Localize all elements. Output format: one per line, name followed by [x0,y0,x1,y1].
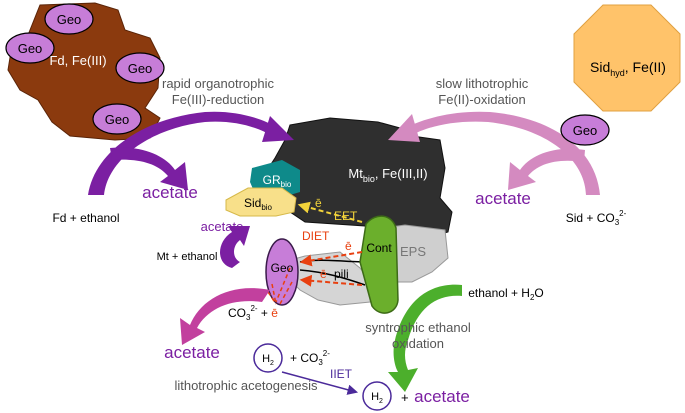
geo-cell-fd-bottom [92,103,142,135]
h2-right-label: H2 [371,391,383,405]
geo-label-sid: Geo [573,123,598,138]
geo-internal-arrow-1 [275,267,291,303]
geo-label-center: Geo [271,261,294,275]
acetate-center: acetate [201,219,244,234]
geo-internal-arrow-3 [271,283,277,305]
co3-e-label: CO32- + ē [228,304,278,322]
acetate-right: acetate [475,189,531,208]
slow-line1: slow lithotrophic [436,76,529,91]
diet-label: DIET [302,229,330,243]
e-pili-label: ē [320,267,327,281]
eet-label: EET [334,209,358,223]
siderite-bio [225,187,297,217]
acetate-lower-right: acetate [414,387,470,406]
geo-label-fd-right: Geo [128,61,153,76]
syntrophic-line2: oxidation [392,336,444,351]
diet-arrow [299,251,363,267]
gr-bio-label: GRbio [263,173,292,189]
geo-label-fd-bottom: Geo [105,112,130,127]
geo-cell-fd-right [115,52,165,84]
iiet-label: IIET [330,367,353,381]
h2-circle-left [253,343,283,373]
slow-acetate-arrow [508,148,585,190]
rapid-line2: Fe(III)-reduction [172,92,264,107]
fd-ethanol-label: Fd + ethanol [52,211,119,225]
acetate-left: acetate [142,183,198,202]
cont-cell [359,215,399,314]
geo-cell-fd-left [5,32,55,64]
fd-fe3-label: Fd, Fe(III) [49,53,106,68]
eet-arrow [297,201,363,223]
plus-co3-label: + CO32- [290,349,330,367]
siderite-octagon [573,4,681,112]
geo-cell-center [265,238,299,306]
h2-circle-right [362,381,392,411]
rapid-line1: rapid organotrophic [162,76,275,91]
rapid-purple-arrow-head [262,116,294,142]
sid-hyd-label: Sidhyd, Fe(II) [590,59,666,78]
pili-arrow [299,274,363,287]
geo-label-fd-top: Geo [57,12,82,27]
mt-ethanol-label: Mt + ethanol [157,251,218,263]
sid-bio-label: Sidbio [244,196,273,212]
plus-sign: + [401,390,409,405]
e-diet-label: ē [345,239,352,253]
sid-co3-label: Sid + CO32- [566,209,627,227]
mt-bio-label: Mtbio, Fe(III,II) [348,166,427,184]
slow-pink-arrow-body [405,111,600,195]
mt-ethanol-arrow [220,226,250,268]
lithotrophic-acetogenesis-label: lithotrophic acetogenesis [174,378,318,393]
acetate-lower-left: acetate [164,343,220,362]
cont-label: Cont [366,241,392,255]
geo-internal-arrow-4 [267,291,277,305]
slow-pink-arrow-head [388,114,420,142]
iiet-arrow [281,371,359,395]
rapid-acetate-arrow [110,147,188,190]
geo-cell-fd-top [44,3,94,35]
pili-label: pili [334,267,349,281]
syntrophic-green-arrow [388,284,462,392]
acetogenesis-magenta-arrow [180,288,270,345]
geo-label-fd-left: Geo [18,41,43,56]
syntrophic-line1: syntrophic ethanol [365,320,471,335]
pili-line-2 [299,269,366,286]
h2-left-label: H2 [262,353,274,367]
eps-label: EPS [400,244,426,259]
geo-cell-sid [560,114,610,146]
slow-line2: Fe(II)-oxidation [438,92,525,107]
e-eet-label: ē [315,196,322,210]
ethanol-h2o-label: ethanol + H2O [468,286,544,302]
